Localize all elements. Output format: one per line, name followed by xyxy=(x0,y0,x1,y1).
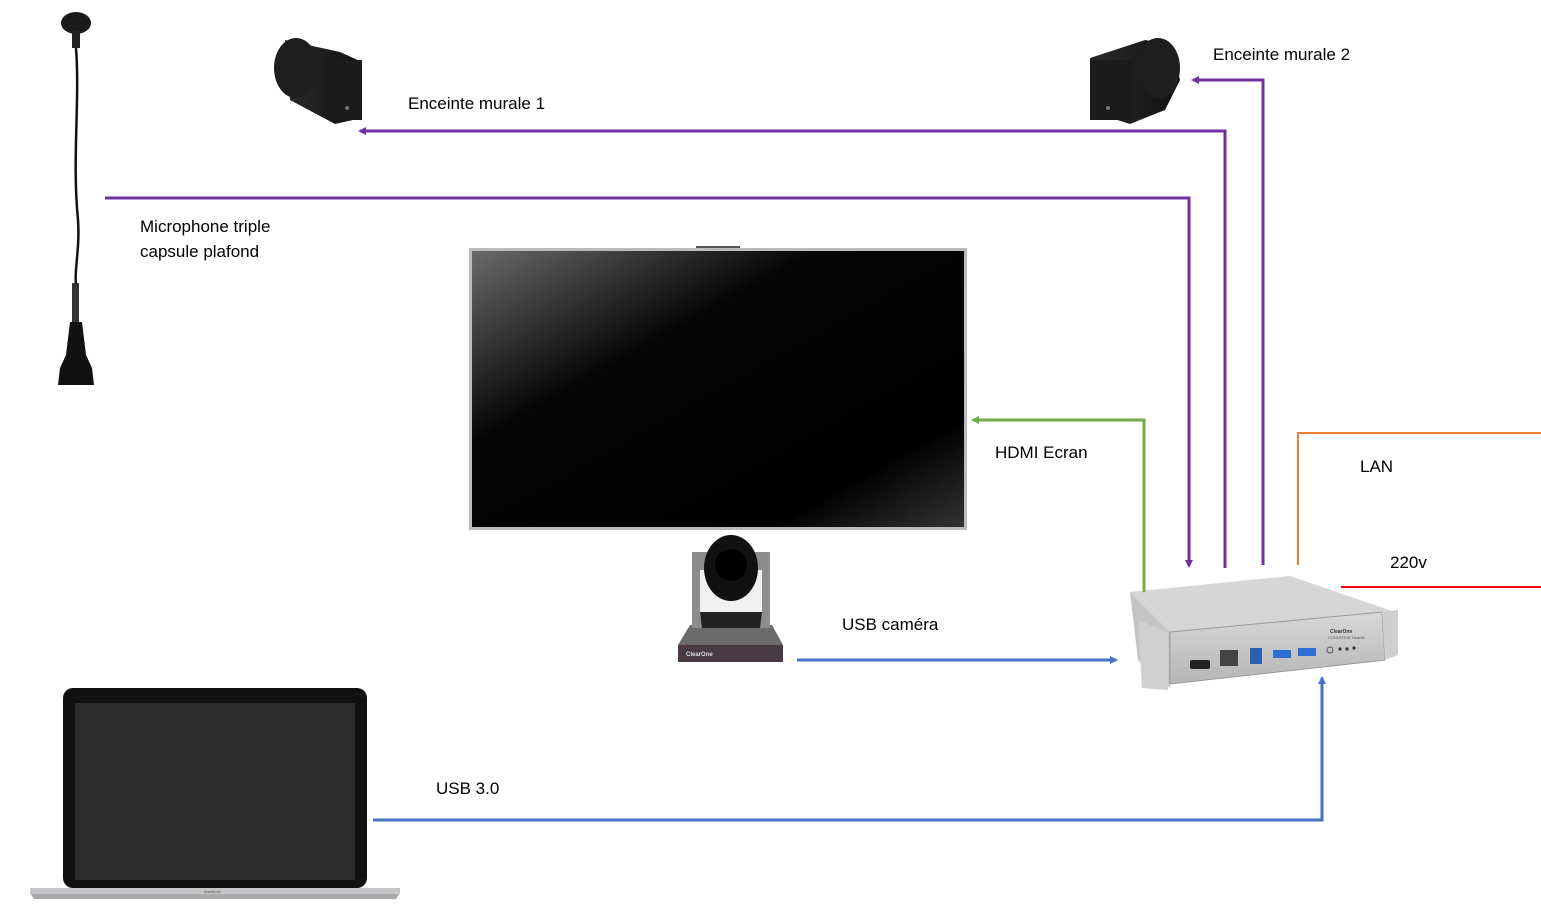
ptz-camera-icon: ClearOne xyxy=(678,535,783,662)
usb3-label: USB 3.0 xyxy=(436,779,500,798)
camera-brand-logo: ClearOne xyxy=(686,652,713,658)
ceiling-microphone-icon xyxy=(58,12,94,385)
microphone-label-line2: capsule plafond xyxy=(140,242,260,261)
microphone-label: Microphone triple capsule plafond xyxy=(140,214,270,264)
microphone-label-line1: Microphone triple xyxy=(140,217,271,236)
wall-speaker-1-icon xyxy=(274,38,362,124)
speaker-1-label: Enceinte murale 1 xyxy=(408,94,546,113)
laptop-logo: MacBook xyxy=(204,889,221,894)
hub-model-logo: CONVERGE Huddle xyxy=(1328,635,1365,640)
speaker-2-audio-line xyxy=(1191,76,1265,565)
display-screen-icon xyxy=(469,246,967,530)
usb-camera-label: USB caméra xyxy=(842,615,939,634)
power-label: 220v xyxy=(1390,553,1427,572)
hdmi-label: HDMI Ecran xyxy=(995,443,1088,462)
hub-brand-logo: ClearOne xyxy=(1330,629,1352,635)
converge-huddle-hub-icon: ClearOne CONVERGE Huddle xyxy=(1130,576,1398,690)
mic-audio-line xyxy=(105,196,1193,568)
wall-speaker-2-icon xyxy=(1090,38,1180,124)
hdmi-line xyxy=(971,416,1146,592)
usb3-line xyxy=(373,676,1326,822)
speaker-1-audio-line xyxy=(358,127,1227,568)
speaker-2-label: Enceinte murale 2 xyxy=(1213,45,1351,64)
laptop-icon: MacBook xyxy=(30,688,400,899)
lan-line xyxy=(1297,432,1541,565)
lan-label: LAN xyxy=(1360,457,1394,476)
